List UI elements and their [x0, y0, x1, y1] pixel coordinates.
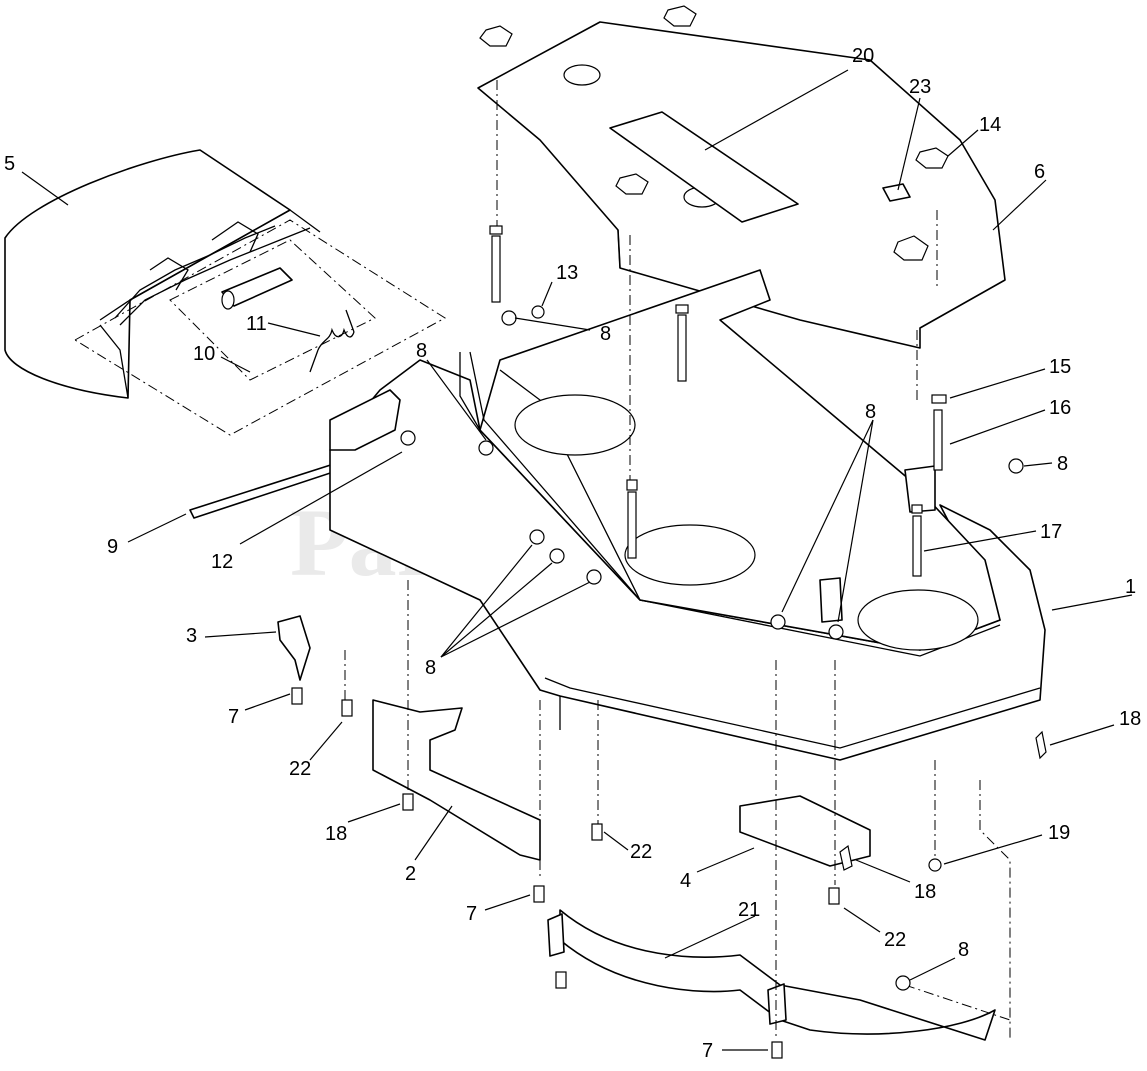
callout-8-e: 8: [425, 657, 436, 679]
callout-labels: 20 23 14 6 5 13 8 11 10 8 15 16 8 8 9 12…: [4, 45, 1141, 1062]
small-bracket: [277, 615, 311, 681]
callout-20: 20: [852, 45, 874, 67]
spring-and-roller: [221, 267, 355, 373]
callout-9: 9: [107, 536, 118, 558]
fasteners: [291, 225, 1047, 1059]
main-deck: [329, 269, 1046, 761]
callout-4: 4: [680, 870, 691, 892]
top-cover: [477, 21, 1006, 349]
callout-19: 19: [1048, 822, 1070, 844]
knob-fasteners: [479, 5, 949, 261]
skirt-tab-left: [547, 913, 565, 957]
callout-18-a: 18: [1119, 708, 1141, 730]
callout-18-c: 18: [914, 881, 936, 903]
skirt-tab-center: [767, 983, 787, 1025]
deck-bracket-center: [819, 577, 843, 623]
callout-7-b: 7: [466, 903, 477, 925]
callout-8-a: 8: [600, 323, 611, 345]
decal-strip: [609, 111, 799, 223]
deck-bracket-right: [904, 465, 936, 513]
leader-lines: [21, 69, 1133, 1051]
assembly-lines: [344, 80, 1011, 1040]
callout-22-b: 22: [630, 841, 652, 863]
callout-23: 23: [909, 76, 931, 98]
callout-13: 13: [556, 262, 578, 284]
callout-14: 14: [979, 114, 1001, 136]
callout-22-a: 22: [289, 758, 311, 780]
callout-2: 2: [405, 863, 416, 885]
callout-8-b: 8: [416, 340, 427, 362]
deck-bracket-left: [329, 389, 401, 451]
center-bracket: [739, 795, 871, 867]
callout-8-c: 8: [1057, 453, 1068, 475]
left-cover: [4, 149, 446, 436]
callout-3: 3: [186, 625, 197, 647]
callout-5: 5: [4, 153, 15, 175]
callout-17: 17: [1040, 521, 1062, 543]
callout-7-c: 7: [702, 1040, 713, 1062]
small-decal: [882, 183, 911, 202]
callout-18-b: 18: [325, 823, 347, 845]
callout-6: 6: [1034, 161, 1045, 183]
callout-10: 10: [193, 343, 215, 365]
callout-8-d: 8: [865, 401, 876, 423]
callout-15: 15: [1049, 356, 1071, 378]
callout-8-f: 8: [958, 939, 969, 961]
callout-16: 16: [1049, 397, 1071, 419]
callout-22-c: 22: [884, 929, 906, 951]
callout-12: 12: [211, 551, 233, 573]
callout-7-a: 7: [228, 706, 239, 728]
callout-1: 1: [1125, 576, 1136, 598]
left-baffle: [372, 699, 541, 861]
callout-11: 11: [246, 313, 267, 335]
callout-21: 21: [738, 899, 760, 921]
